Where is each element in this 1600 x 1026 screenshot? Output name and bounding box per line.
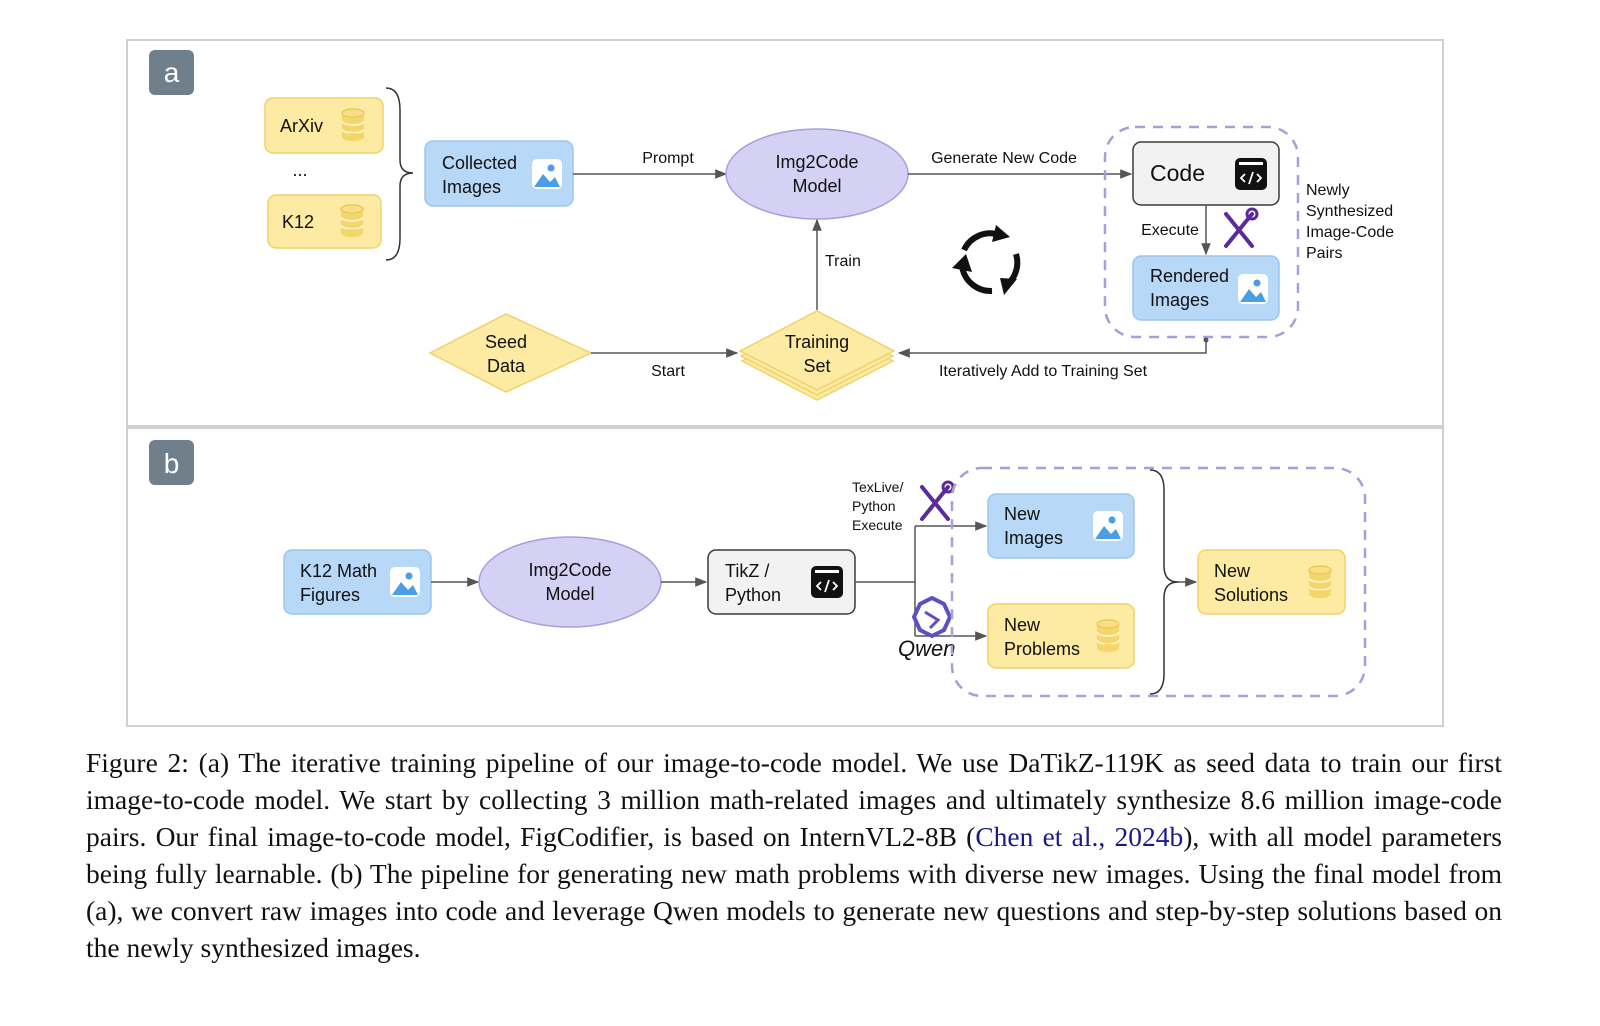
image-icon [390, 567, 420, 597]
new-solutions-line2: Solutions [1214, 585, 1288, 605]
training-line2: Set [803, 356, 830, 376]
caption-part2: ), with all model parameters being fully… [86, 821, 1502, 963]
arxiv-label: ArXiv [280, 116, 323, 136]
source-brace [385, 87, 414, 261]
synth-line3: Image-Code [1306, 224, 1394, 241]
synth-line1: Newly [1306, 182, 1350, 199]
code-label: Code [1150, 160, 1205, 186]
image-icon [1238, 274, 1268, 304]
new-problems-line1: New [1004, 615, 1041, 635]
new-solutions-node: New Solutions [1197, 549, 1346, 615]
pipeline-figure: a ArXiv ... K12 Collected Images Prompt … [126, 39, 1444, 727]
tikz-line1: TikZ / [725, 561, 769, 581]
outputs-region [950, 466, 1367, 698]
k12fig-line2: Figures [300, 585, 360, 605]
collected-line1: Collected [442, 153, 517, 173]
image-icon [532, 159, 562, 189]
tikz-line2: Python [725, 585, 781, 605]
img2code-model-node: Img2Code Model [725, 128, 909, 220]
collected-images-node: Collected Images [424, 140, 574, 207]
seed-data-node: Seed Data [428, 313, 593, 393]
train-label: Train [825, 253, 861, 270]
synthesized-pairs-region [1103, 125, 1300, 339]
database-icon [1308, 565, 1332, 599]
database-icon [340, 204, 364, 238]
code-window-icon [1234, 157, 1268, 191]
code-window-icon [810, 565, 844, 599]
source-ellipsis: ... [292, 160, 307, 180]
seed-line1: Seed [485, 332, 527, 352]
start-label: Start [651, 363, 685, 380]
qwen-text: Qwen [898, 636, 955, 661]
panel-b-letter: b [164, 448, 180, 479]
database-icon [341, 108, 365, 142]
figure-caption: Figure 2: (a) The iterative training pip… [86, 744, 1502, 966]
training-set-node: Training Set [738, 310, 896, 401]
k12fig-line1: K12 Math [300, 561, 377, 581]
new-images-line2: Images [1004, 528, 1063, 548]
img2code-model-node-b: Img2Code Model [478, 536, 662, 628]
synthesized-note: Newly Synthesized Image-Code Pairs [1306, 182, 1394, 262]
arxiv-source-node: ArXiv [264, 97, 384, 154]
panel-a-letter: a [164, 57, 180, 88]
caption-part1: Figure 2: (a) The iterative training pip… [86, 747, 1502, 852]
model-line1: Img2Code [775, 152, 858, 172]
iterative-arrow [897, 340, 1207, 358]
new-images-line1: New [1004, 504, 1041, 524]
database-icon [1096, 619, 1120, 653]
collected-line2: Images [442, 177, 501, 197]
model-b-line2: Model [545, 584, 594, 604]
generate-label: Generate New Code [931, 150, 1077, 167]
synth-line4: Pairs [1306, 245, 1342, 262]
synth-line2: Synthesized [1306, 203, 1393, 220]
rendered-line1: Rendered [1150, 266, 1229, 286]
model-b-line1: Img2Code [528, 560, 611, 580]
texlive-line3: Execute [852, 517, 903, 533]
rendered-line2: Images [1150, 290, 1209, 310]
new-problems-node: New Problems [987, 603, 1135, 669]
panel-a-badge [149, 50, 194, 95]
refresh-cycle-icon [952, 225, 1021, 295]
execute-label: Execute [1141, 222, 1199, 239]
citation-link[interactable]: Chen et al., 2024b [975, 821, 1184, 852]
code-node: Code [1132, 141, 1280, 206]
training-line1: Training [785, 332, 849, 352]
texlive-line2: Python [852, 498, 896, 514]
seed-line2: Data [487, 356, 526, 376]
model-line2: Model [792, 176, 841, 196]
k12-math-figures-node: K12 Math Figures [283, 549, 432, 615]
image-icon [1093, 511, 1123, 541]
panel-b-badge [149, 440, 194, 485]
iterative-label: Iteratively Add to Training Set [939, 363, 1148, 380]
qwen-logo: Qwen [898, 595, 955, 661]
k12-source-node: K12 [267, 194, 382, 249]
rendered-images-node: Rendered Images [1132, 255, 1280, 321]
iterative-arrow-dot [1203, 337, 1209, 343]
prompt-label: Prompt [642, 150, 694, 167]
texlive-line1: TexLive/ [852, 479, 903, 495]
new-images-node: New Images [987, 493, 1135, 559]
k12-label: K12 [282, 212, 314, 232]
new-problems-line2: Problems [1004, 639, 1080, 659]
new-solutions-line1: New [1214, 561, 1251, 581]
texlive-note: TexLive/ Python Execute [852, 479, 903, 533]
tikz-python-node: TikZ / Python [707, 549, 856, 615]
